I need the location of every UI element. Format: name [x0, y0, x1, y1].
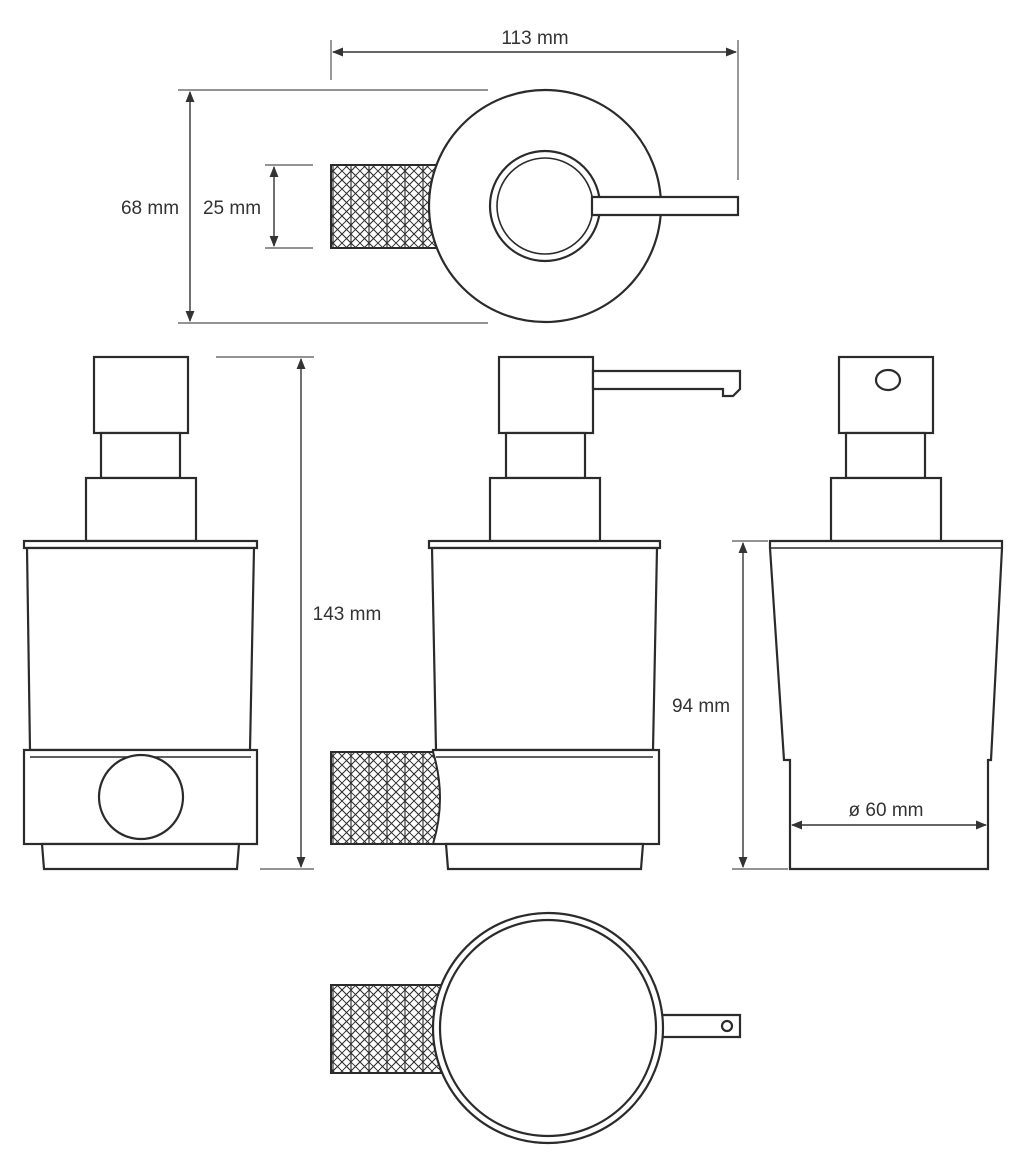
- label-25mm: 25 mm: [203, 198, 261, 219]
- knurl-grip-bottom: [330, 984, 442, 1074]
- pump-cap-front: [92, 355, 190, 435]
- pump-stem-side: [504, 431, 587, 480]
- label-68mm: 68 mm: [121, 198, 179, 219]
- side-view: [330, 355, 742, 871]
- cup-glass-back: [768, 539, 1004, 871]
- dimension-knurl-25: 25 mm: [203, 164, 313, 249]
- label-diameter-60mm: ø 60 mm: [849, 800, 924, 821]
- top-view: 113 mm 68 mm 25 mm: [121, 28, 740, 324]
- spout-top: [590, 195, 740, 217]
- pump-head-outer: [488, 149, 602, 263]
- nozzle-hole-icon: [874, 368, 902, 392]
- pump-collar-side: [488, 476, 602, 543]
- pump-stem-back: [844, 431, 927, 480]
- pump-collar-back: [829, 476, 943, 543]
- wall-knob-front: [97, 753, 185, 841]
- holder-ring-inner: [438, 918, 658, 1138]
- dimension-width-113: 113 mm: [330, 28, 739, 180]
- cup-body-side: [430, 546, 659, 752]
- knurl-grip-side: [330, 751, 441, 845]
- knurl-grip-top: [330, 164, 440, 249]
- arm-hole: [720, 1019, 734, 1033]
- label-113mm: 113 mm: [501, 28, 568, 49]
- dimension-diameter-60: ø 60 mm: [790, 800, 988, 830]
- dimension-depth-68: 68 mm: [121, 89, 488, 324]
- holder-band-side: [431, 748, 661, 846]
- label-94mm: 94 mm: [672, 696, 730, 717]
- pump-cap-back: [837, 355, 935, 435]
- dimension-height-94: 94 mm: [672, 540, 788, 870]
- pump-stem-front: [99, 431, 182, 480]
- pump-cap-side: [497, 355, 595, 435]
- cup-base-front: [40, 842, 241, 871]
- cup-body-front: [25, 546, 256, 752]
- pump-collar-front: [84, 476, 198, 543]
- front-view: 143 mm: [22, 355, 382, 871]
- label-143mm: 143 mm: [313, 604, 382, 625]
- bottom-view: [330, 911, 742, 1145]
- cup-base-side: [444, 842, 645, 871]
- spout-side: [591, 369, 742, 398]
- dimension-height-143: 143 mm: [216, 356, 382, 870]
- back-view: 94 mm ø 60 mm: [672, 355, 1004, 871]
